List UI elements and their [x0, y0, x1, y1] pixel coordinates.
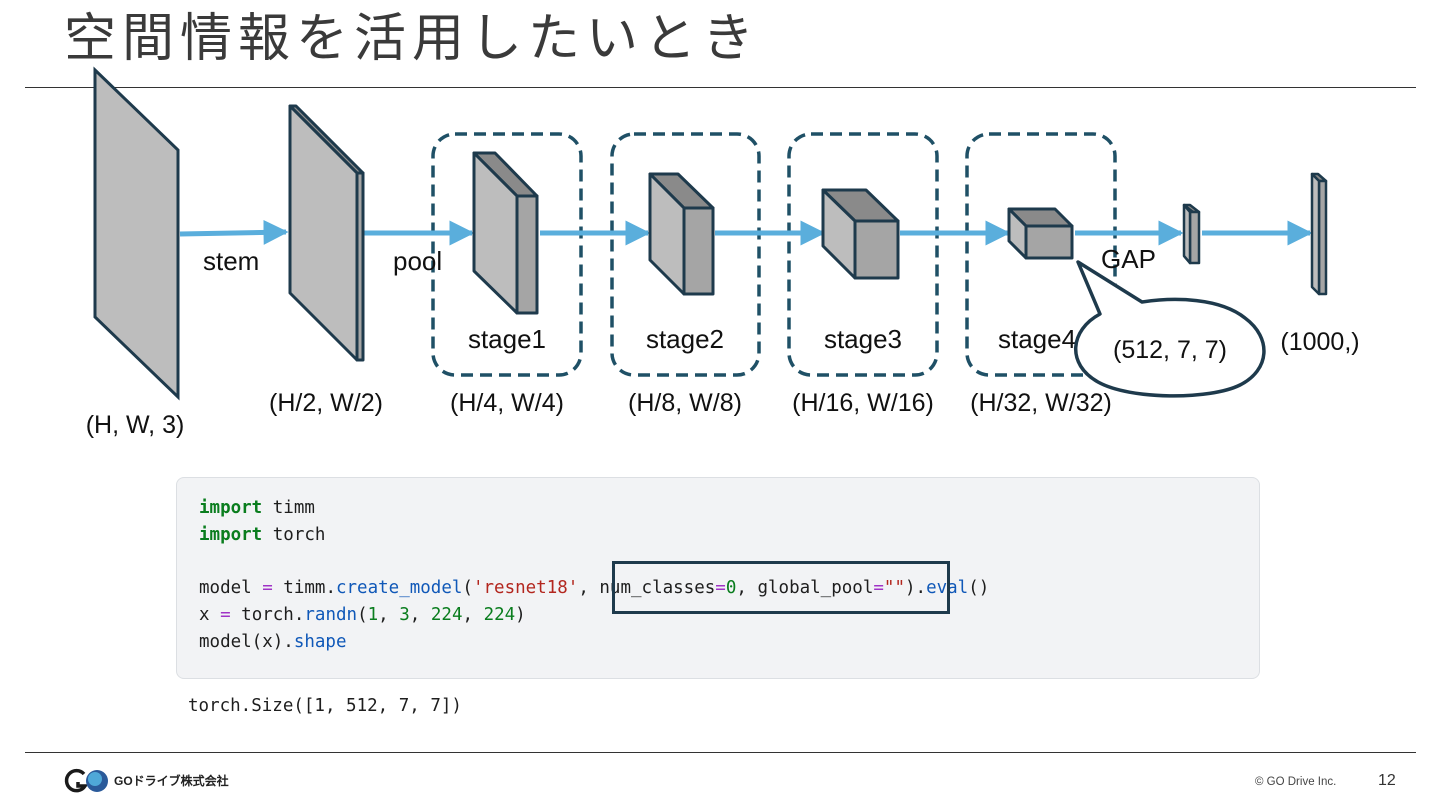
- footer-company: GOドライブ株式会社: [114, 774, 229, 788]
- shape-input: (H, W, 3): [86, 411, 185, 439]
- stem-output-tensor: [288, 104, 365, 362]
- stage3-tensor: [821, 188, 900, 280]
- footer-copyright: © GO Drive Inc.: [1255, 776, 1337, 788]
- stage2-box: [610, 132, 761, 377]
- page-number: 12: [1378, 772, 1396, 789]
- stage3-label: stage3: [824, 324, 902, 354]
- callout-bubble: [1073, 260, 1266, 398]
- cnn-architecture-diagram: stem pool GAP stage1 stage2 stage3 stage…: [86, 66, 1360, 439]
- fc-output-tensor: [1310, 172, 1328, 296]
- stage1-label: stage1: [468, 324, 546, 354]
- stage4-tensor: [1007, 207, 1074, 260]
- shape-fc: (1000,): [1280, 328, 1359, 356]
- stage1-tensor: [472, 151, 539, 315]
- gap-output-tensor: [1182, 203, 1201, 265]
- shape-stage4: (H/32, W/32): [970, 389, 1112, 417]
- stage2-tensor: [648, 172, 715, 296]
- code-block: import timm import torch model = timm.cr…: [176, 477, 1260, 679]
- gap-label: GAP: [1101, 244, 1156, 274]
- stage4-label: stage4: [998, 324, 1076, 354]
- code-line-6: model(x).shape: [199, 632, 347, 652]
- stem-label: stem: [203, 246, 259, 276]
- code-line-5: x = torch.randn(1, 3, 224, 224): [199, 605, 526, 625]
- stage3-box: [787, 132, 939, 377]
- callout-text: (512, 7, 7): [1113, 336, 1227, 364]
- shape-stem: (H/2, W/2): [269, 389, 383, 417]
- input-tensor: [93, 66, 180, 401]
- code-line-1: import timm: [199, 498, 315, 518]
- stage2-label: stage2: [646, 324, 724, 354]
- pool-label: pool: [393, 246, 442, 276]
- shape-stage2: (H/8, W/8): [628, 389, 742, 417]
- slide-title: 空間情報を活用したいとき: [64, 9, 761, 69]
- stage1-box: [431, 132, 583, 377]
- go-logo-icon: [64, 768, 108, 793]
- code-highlight-box: [612, 561, 950, 614]
- shape-stage3: (H/16, W/16): [792, 389, 934, 417]
- title-divider: [25, 87, 1416, 88]
- arrow-stem: [179, 219, 289, 245]
- code-line-2: import torch: [199, 525, 326, 545]
- code-output: torch.Size([1, 512, 7, 7]): [188, 696, 462, 716]
- stage4-box: [965, 132, 1117, 377]
- footer-divider: [25, 752, 1416, 753]
- shape-stage1: (H/4, W/4): [450, 389, 564, 417]
